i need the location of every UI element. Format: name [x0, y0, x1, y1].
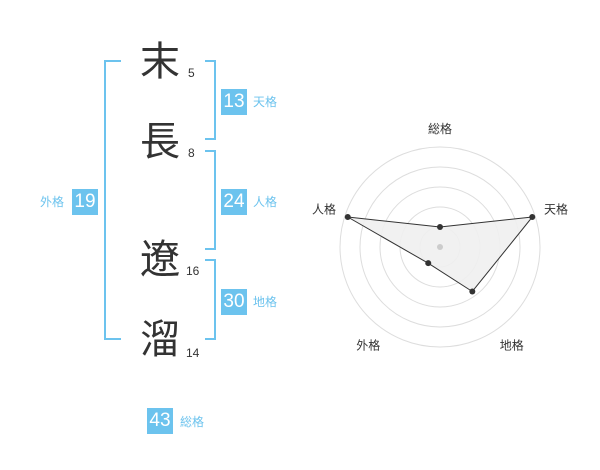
chikaku-bracket-bottom: [205, 338, 216, 340]
char-1-strokes: 5: [188, 66, 195, 80]
tenkaku-bracket-bottom: [205, 138, 216, 140]
radar-area: [347, 216, 534, 293]
jinkaku-bracket-vertical: [214, 150, 216, 250]
char-2-strokes: 8: [188, 146, 195, 160]
char-3-strokes: 16: [186, 264, 200, 278]
char-1: 末: [140, 39, 180, 85]
gaikaku-bracket-vertical: [104, 60, 106, 340]
chikaku-value: 30: [221, 289, 247, 315]
radar-label-chikaku: 地格: [500, 338, 524, 353]
radar-label-jinkaku: 人格: [312, 201, 336, 216]
tenkaku-value: 13: [221, 89, 247, 115]
radar-point: [344, 214, 351, 221]
gaikaku-bracket-top: [104, 60, 121, 62]
soukaku-label: 総格: [180, 415, 205, 429]
radar-point: [529, 214, 536, 221]
tenkaku-bracket-top: [205, 60, 216, 62]
gaikaku-label: 外格: [40, 195, 65, 209]
gaikaku-value: 19: [72, 189, 98, 215]
char-3: 遼: [140, 237, 180, 283]
tenkaku-label: 天格: [253, 95, 278, 109]
chikaku-label: 地格: [253, 295, 278, 309]
radar-point: [425, 260, 432, 267]
radar-point: [469, 288, 476, 295]
radar-ring: [359, 166, 521, 328]
char-2: 長: [140, 119, 180, 165]
radar-point: [437, 224, 443, 230]
jinkaku-value: 24: [221, 189, 247, 215]
soukaku-value: 43: [147, 408, 173, 434]
radar-label-soukaku: 総格: [428, 121, 452, 136]
jinkaku-bracket-bottom: [205, 248, 216, 250]
radar-center-dot: [437, 244, 443, 250]
radar-label-gaikaku: 外格: [356, 338, 380, 353]
char-4-strokes: 14: [186, 346, 200, 360]
char-4: 溜: [140, 317, 180, 363]
gaikaku-bracket-bottom: [104, 338, 121, 340]
radar-ring: [339, 146, 541, 348]
jinkaku-label: 人格: [253, 195, 278, 209]
chikaku-bracket-vertical: [214, 259, 216, 340]
jinkaku-bracket-top: [205, 150, 216, 152]
tenkaku-bracket-vertical: [214, 60, 216, 140]
radar-label-tenkaku: 天格: [544, 201, 568, 216]
chikaku-bracket-top: [205, 259, 216, 261]
